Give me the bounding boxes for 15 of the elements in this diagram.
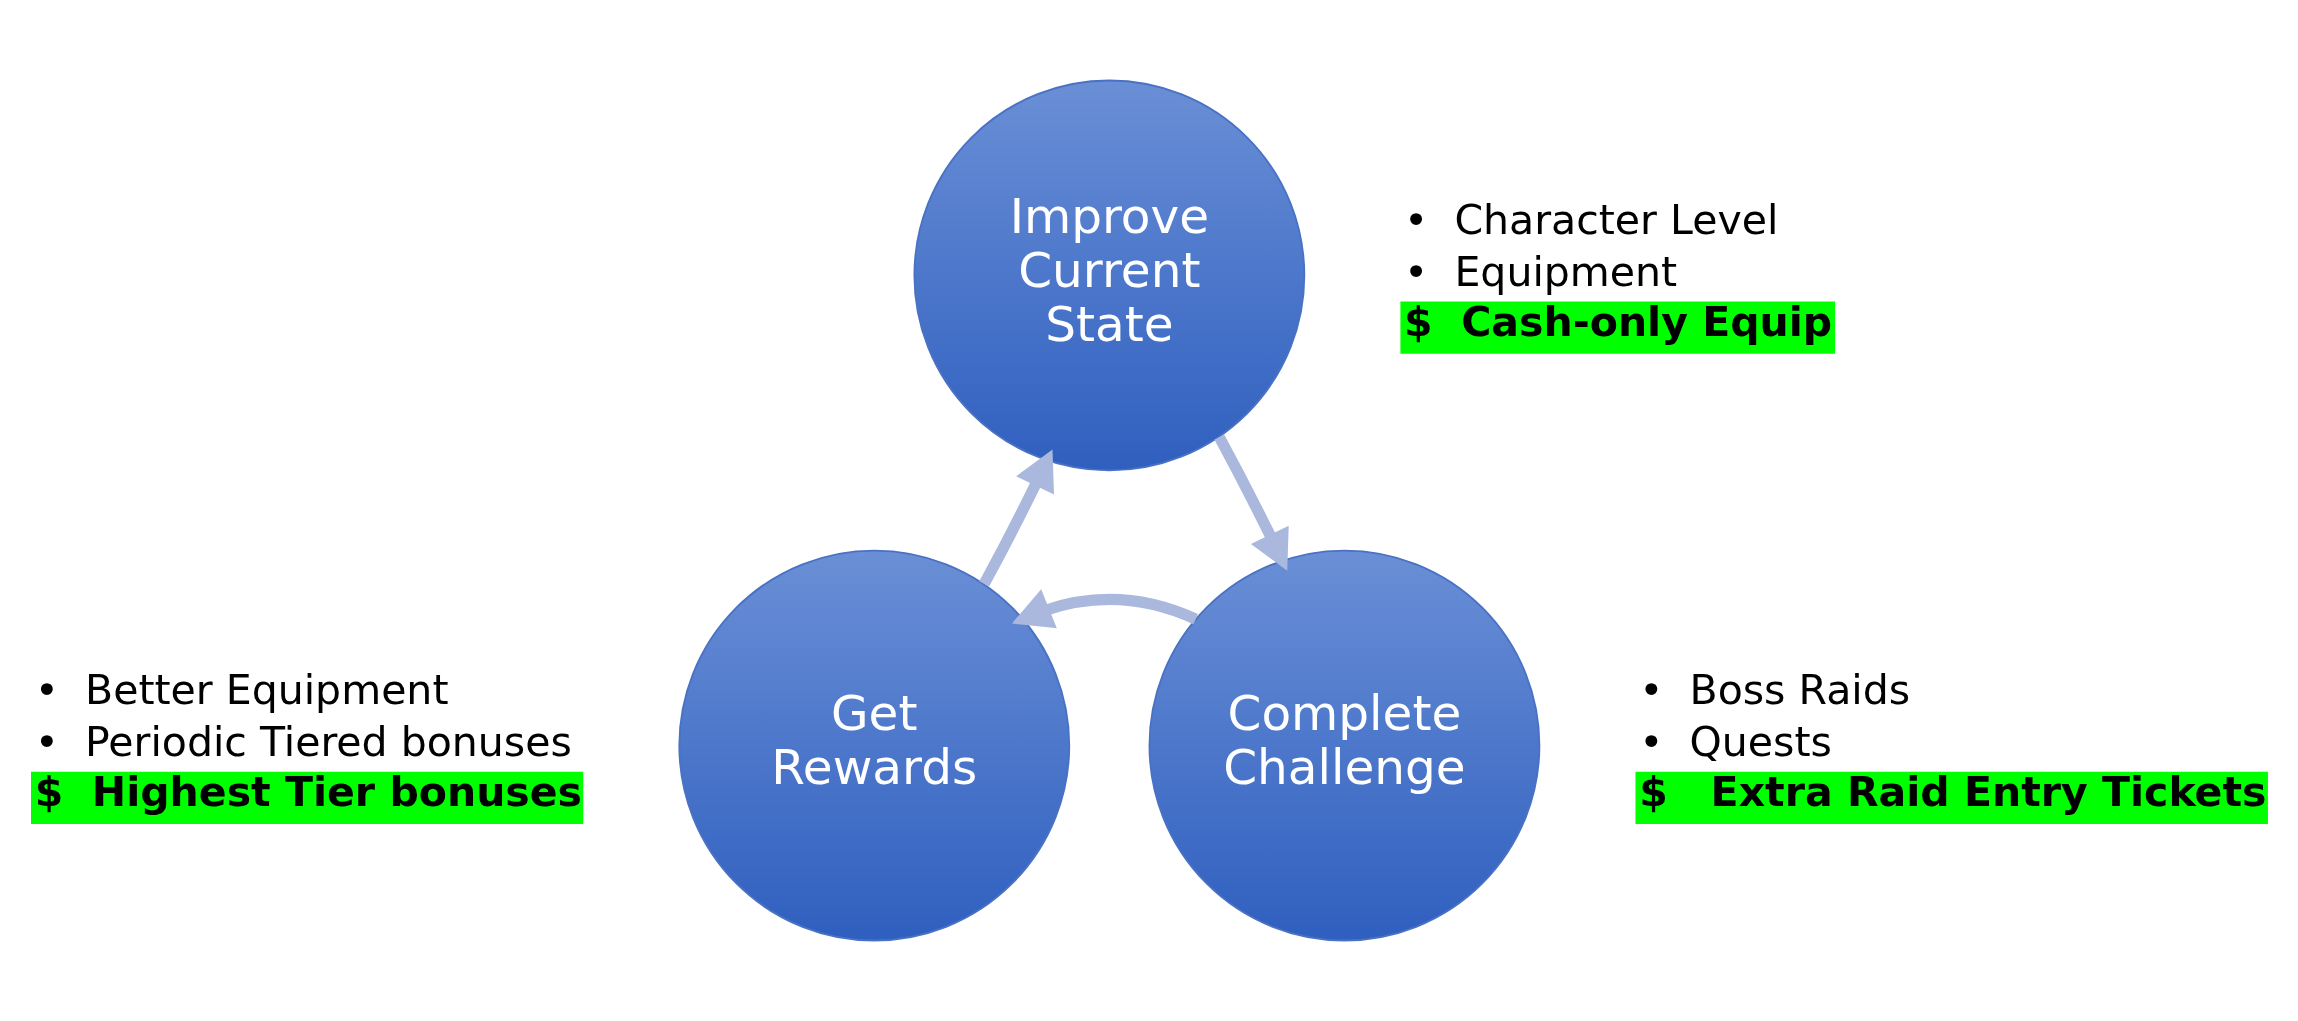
node-circle: Improve Current State <box>913 79 1306 472</box>
node-circle: Get Rewards <box>678 549 1071 942</box>
node-label: • Quests <box>1639 718 1832 767</box>
node-label: • Periodic Tiered bonuses <box>34 718 572 767</box>
node-label: • Character Level <box>1404 195 1779 244</box>
arrow <box>1011 589 1198 629</box>
node-label: • Better Equipment <box>34 665 449 714</box>
arrow <box>1214 434 1289 571</box>
node-label: • Equipment <box>1404 247 1678 296</box>
node-label: $ Highest Tier bonuses <box>34 768 583 817</box>
node-circle: Complete Challenge <box>1148 549 1541 942</box>
node-label: $ Cash-only Equip <box>1404 298 1833 347</box>
node-label: $ Extra Raid Entry Tickets <box>1639 768 2267 817</box>
node-label: • Boss Raids <box>1639 665 1911 714</box>
arrow <box>979 449 1054 587</box>
